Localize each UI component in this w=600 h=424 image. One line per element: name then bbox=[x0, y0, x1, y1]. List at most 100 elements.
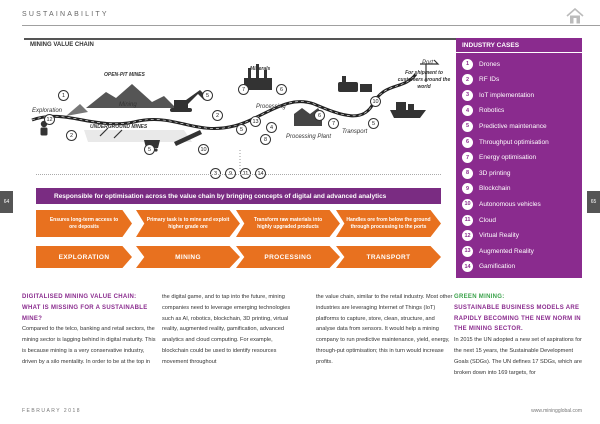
value-chain-panel: MINING VALUE CHAIN bbox=[24, 38, 456, 278]
open-pit-mountain bbox=[86, 84, 176, 108]
page-number-left: 64 bbox=[0, 191, 13, 213]
industry-case-label: RF IDs bbox=[479, 76, 500, 84]
industry-case-number: 3 bbox=[462, 89, 473, 101]
phase-processing: PROCESSING bbox=[236, 246, 340, 268]
label-port: Port bbox=[422, 60, 434, 66]
industry-case-label: Throughput optimisation bbox=[479, 138, 549, 146]
article-column-4: GREEN MINING: SUSTAINABLE BUSINESS MODEL… bbox=[454, 292, 582, 378]
industry-case-item: 10 Autonomous vehicles bbox=[462, 198, 541, 210]
industry-case-label: Predictive maintenance bbox=[479, 122, 547, 130]
label-transport: Transport bbox=[342, 129, 368, 135]
marker-7b: 7 bbox=[328, 118, 339, 129]
industry-case-item: 6 Throughput optimisation bbox=[462, 136, 549, 148]
industry-case-number: 13 bbox=[462, 245, 473, 257]
phase-transport: TRANSPORT bbox=[336, 246, 441, 268]
marker-6: 6 bbox=[276, 84, 287, 95]
label-open-pit: OPEN-PIT MINES bbox=[104, 72, 145, 78]
industry-case-label: Autonomous vehicles bbox=[479, 200, 541, 208]
marker-5b: 5 bbox=[202, 90, 213, 101]
col4-heading: GREEN MINING: bbox=[454, 294, 505, 300]
industry-case-number: 1 bbox=[462, 58, 473, 70]
industry-case-item: 13 Augmented Reality bbox=[462, 245, 534, 257]
col4-body: In 2015 the UN adopted a new set of aspi… bbox=[454, 337, 582, 376]
marker-5d: 5 bbox=[368, 118, 379, 129]
industry-case-item: 5 Predictive maintenance bbox=[462, 120, 547, 132]
header-divider bbox=[22, 25, 600, 26]
industry-case-label: Robotics bbox=[479, 107, 505, 115]
marker-6b: 6 bbox=[314, 110, 325, 121]
value-chain-diagram: OPEN-PIT MINES Exploration Mining UNDERG… bbox=[24, 38, 456, 188]
industry-case-number: 5 bbox=[462, 120, 473, 132]
industry-case-number: 8 bbox=[462, 167, 473, 179]
col2-body: the digital game, and to tap into the fu… bbox=[162, 294, 291, 365]
phase-mining: MINING bbox=[136, 246, 240, 268]
label-minerals: Minerals bbox=[250, 66, 271, 72]
article-column-1: DIGITALISED MINING VALUE CHAIN: WHAT IS … bbox=[22, 292, 160, 368]
industry-case-number: 12 bbox=[462, 230, 473, 242]
phase-exploration: EXPLORATION bbox=[36, 246, 132, 268]
description-processing: Transform raw materials into highly upgr… bbox=[236, 210, 340, 237]
label-processing-plant: Processing Plant bbox=[286, 134, 332, 140]
bottom-number: 14 bbox=[255, 168, 266, 179]
col3-body: the value chain, similar to the retail i… bbox=[316, 294, 453, 365]
footer-date: FEBRUARY 2018 bbox=[22, 408, 82, 414]
marker-2: 2 bbox=[66, 130, 77, 141]
industry-case-label: Drones bbox=[479, 60, 500, 68]
industry-case-item: 9 Blockchain bbox=[462, 183, 510, 195]
industry-case-number: 14 bbox=[462, 261, 473, 273]
industry-case-number: 9 bbox=[462, 183, 473, 195]
article-column-3: the value chain, similar to the retail i… bbox=[316, 292, 454, 368]
optimisation-banner: Responsible for optimisation across the … bbox=[36, 188, 441, 204]
marker-1: 1 bbox=[58, 90, 69, 101]
section-label: SUSTAINABILITY bbox=[22, 11, 109, 18]
industry-case-label: Augmented Reality bbox=[479, 247, 534, 255]
marker-10b: 10 bbox=[198, 144, 209, 155]
footer-url[interactable]: www.miningglobal.com bbox=[531, 408, 582, 414]
industry-case-label: IoT implementation bbox=[479, 91, 535, 99]
industry-case-item: 1 Drones bbox=[462, 58, 500, 70]
label-exploration: Exploration bbox=[32, 108, 63, 114]
marker-8: 8 bbox=[260, 134, 271, 145]
dotted-divider bbox=[36, 174, 441, 175]
marker-5c: 5 bbox=[236, 124, 247, 135]
train-illustration bbox=[338, 76, 372, 92]
industry-case-label: Energy optimisation bbox=[479, 154, 537, 162]
industry-case-number: 10 bbox=[462, 198, 473, 210]
marker-13: 13 bbox=[250, 116, 261, 127]
bottom-number-row: 3 9 11 14 bbox=[210, 168, 266, 179]
industry-case-number: 6 bbox=[462, 136, 473, 148]
value-chain-illustration bbox=[31, 59, 440, 172]
industry-case-label: Blockchain bbox=[479, 185, 511, 193]
bottom-number: 9 bbox=[225, 168, 236, 179]
description-mining: Primary task is to mine and exploit high… bbox=[136, 210, 240, 237]
industry-cases-title: INDUSTRY CASES bbox=[456, 38, 582, 53]
home-icon[interactable] bbox=[566, 8, 584, 24]
bottom-number: 3 bbox=[210, 168, 221, 179]
port-crane bbox=[420, 59, 440, 82]
article-column-2: the digital game, and to tap into the fu… bbox=[162, 292, 300, 368]
marker-10a: 10 bbox=[370, 96, 381, 107]
underground-band bbox=[84, 130, 192, 142]
industry-case-label: Virtual Reality bbox=[479, 232, 519, 240]
label-shipment: For shipment to customers around the wor… bbox=[397, 70, 451, 90]
marker-12: 12 bbox=[44, 114, 55, 125]
label-mining: Mining bbox=[119, 102, 137, 108]
col1-subheading: WHAT IS MISSING FOR A SUSTAINABLE MINE? bbox=[22, 304, 148, 322]
mining-tools-illustration bbox=[99, 127, 123, 139]
industry-case-item: 3 IoT implementation bbox=[462, 89, 534, 101]
factory-illustration bbox=[244, 64, 272, 90]
conveyor-illustration bbox=[174, 130, 202, 146]
industry-case-number: 11 bbox=[462, 214, 473, 226]
industry-case-label: 3D printing bbox=[479, 169, 511, 177]
description-transport: Handles ore from below the ground throug… bbox=[336, 210, 441, 237]
small-hill bbox=[66, 104, 88, 116]
col4-subheading: SUSTAINABLE BUSINESS MODELS ARE RAPIDLY … bbox=[454, 304, 581, 333]
panel-title: MINING VALUE CHAIN bbox=[30, 42, 94, 48]
marker-4: 4 bbox=[266, 122, 277, 133]
label-underground: UNDERGROUND MINES bbox=[90, 124, 148, 130]
page-number-right: 65 bbox=[587, 191, 600, 213]
